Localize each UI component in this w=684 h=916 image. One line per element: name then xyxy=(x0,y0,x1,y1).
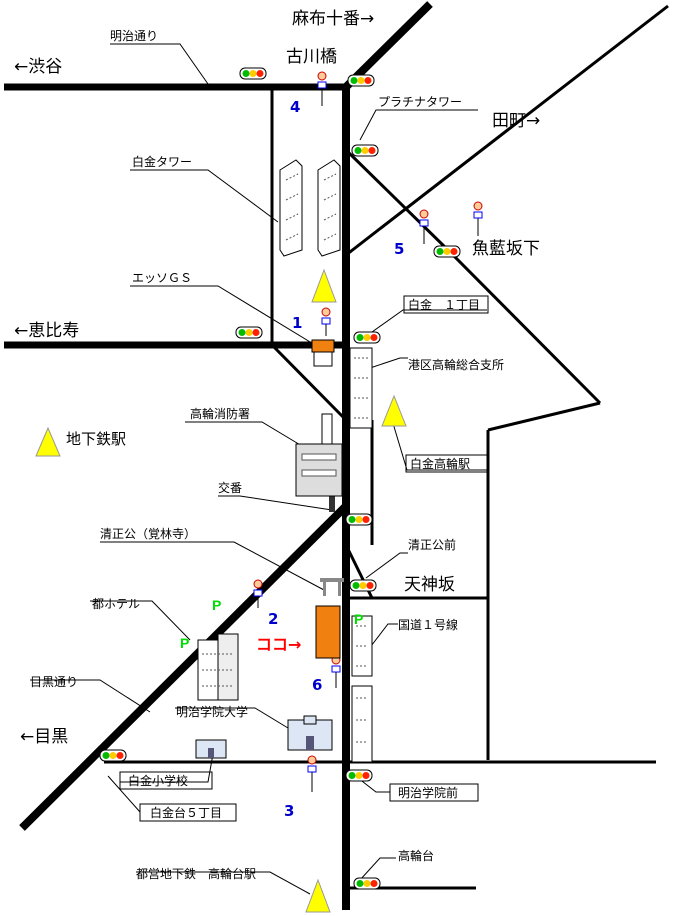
label-meiji-gakuin-univ: 明治学院大学 xyxy=(176,704,248,719)
label-kiyomasa-park: 清正公（覚林寺） xyxy=(100,527,196,541)
label-takanawa-branch: 港区高輪総合支所 xyxy=(408,357,504,372)
leader-lines xyxy=(30,43,487,895)
subway-markers xyxy=(35,268,407,913)
bus-stop-icon xyxy=(253,579,263,608)
label-miyako-hotel: 都ホテル xyxy=(92,597,140,611)
stop-number-6: 6 xyxy=(312,676,322,694)
traffic-signal-icon xyxy=(235,326,263,339)
bus-stop-icon xyxy=(307,755,317,792)
direction-labels: 麻布十番→ ←渋谷 田町→ ←恵比寿 ←目黒 古川橋 魚藍坂下 天神坂 xyxy=(14,9,540,747)
bus-stop-icon xyxy=(317,71,327,106)
subway-station-icon xyxy=(311,268,337,303)
traffic-signal-icon xyxy=(349,579,377,592)
building-icon xyxy=(349,347,373,429)
fire-station-icon xyxy=(295,413,343,497)
bus-stop-icon xyxy=(331,655,341,688)
traffic-signals xyxy=(99,67,461,890)
here-building xyxy=(315,605,341,659)
stop-number-4: 4 xyxy=(290,98,300,116)
label-meiji-gakuin-mae: 明治学院前 xyxy=(398,785,458,800)
building-icon xyxy=(279,159,303,257)
label-shirokane-1chome: 白金 １丁目 xyxy=(408,297,480,312)
parking-marks: P P P xyxy=(180,597,363,651)
building-icon xyxy=(317,159,341,257)
intersection-uoransakashita: 魚藍坂下 xyxy=(472,239,540,259)
callout-labels: 明治通り プラチナタワー 白金タワー エッソＧＳ 白金 １丁目 港区高輪総合支所… xyxy=(30,29,504,881)
subway-station-icon xyxy=(305,878,331,913)
subway-station-icon xyxy=(381,394,407,427)
traffic-signal-icon xyxy=(353,331,381,344)
label-meguro-dori: 目黒通り xyxy=(30,675,78,689)
parking-icon: P xyxy=(354,611,363,627)
bus-stop-icon xyxy=(419,209,429,244)
label-shirokanedai-5chome: 白金台５丁目 xyxy=(150,805,222,820)
label-shirokane-tower: 白金タワー xyxy=(132,154,192,169)
direction-meguro: ←目黒 xyxy=(20,727,68,747)
buildings xyxy=(195,159,373,763)
traffic-signal-icon xyxy=(353,877,381,890)
diagonal-road-lower xyxy=(448,250,602,405)
stop-number-1: 1 xyxy=(292,314,302,332)
legend-subway-icon xyxy=(35,426,61,457)
here-marker: ココ→ xyxy=(256,635,301,654)
direction-azabu-juban: 麻布十番→ xyxy=(292,9,374,29)
label-route1: 国道１号線 xyxy=(398,617,458,632)
traffic-signal-icon xyxy=(351,144,379,157)
label-takanawadai: 高輪台 xyxy=(398,848,434,863)
east-road-a xyxy=(487,401,601,432)
traffic-signal-icon xyxy=(345,769,373,782)
side-road-diag xyxy=(270,343,348,422)
stop-number-2: 2 xyxy=(268,610,278,628)
label-koban: 交番 xyxy=(218,480,242,495)
label-meiji-dori: 明治通り xyxy=(110,29,158,43)
traffic-signal-icon xyxy=(239,67,267,80)
label-takanawa-fire: 高輪消防署 xyxy=(190,406,250,421)
stop-number-3: 3 xyxy=(284,802,294,820)
hotel-icon xyxy=(197,633,239,701)
meguro-dori-road xyxy=(19,503,349,831)
building-icon xyxy=(351,685,373,763)
intersection-furukawabashi: 古川橋 xyxy=(286,47,337,67)
traffic-signal-icon xyxy=(345,513,373,526)
bus-stop-icon xyxy=(321,307,331,336)
label-platina-tower: プラチナタワー xyxy=(378,95,462,109)
parking-icon: P xyxy=(180,635,189,651)
direction-ebisu: ←恵比寿 xyxy=(14,321,79,341)
legend-subway-label: 地下鉄駅 xyxy=(66,430,126,448)
label-esso-gs: エッソＧＳ xyxy=(132,271,192,285)
bus-stop-icon xyxy=(473,201,483,236)
building-icon xyxy=(351,615,373,677)
direction-shibuya: ←渋谷 xyxy=(14,57,62,77)
label-kiyomasa-mae: 清正公前 xyxy=(408,537,456,552)
tamachi-road xyxy=(345,4,669,257)
traffic-signal-icon xyxy=(433,245,461,258)
school-icon xyxy=(195,739,227,759)
traffic-signal-icon xyxy=(347,74,375,87)
azabu-road xyxy=(343,1,433,90)
shrine-icon xyxy=(320,578,344,596)
label-shirokane-elementary: 白金小学校 xyxy=(128,773,188,788)
intersection-tenjinzaka: 天神坂 xyxy=(404,575,455,595)
stop-number-5: 5 xyxy=(394,240,404,258)
traffic-signal-icon xyxy=(99,749,127,762)
parking-icon: P xyxy=(212,597,221,613)
diagonal-road-upper xyxy=(344,148,452,254)
direction-tamachi: 田町→ xyxy=(492,111,540,131)
gas-station-icon xyxy=(311,339,335,367)
bus-stops xyxy=(253,71,483,792)
label-shirokane-takanawa-station: 白金高輪駅 xyxy=(410,456,470,471)
label-toei-takanawadai-station: 都営地下鉄 高輪台駅 xyxy=(136,866,256,881)
university-icon xyxy=(287,715,333,751)
stop-numbers: 1 2 3 4 5 6 xyxy=(268,98,404,820)
